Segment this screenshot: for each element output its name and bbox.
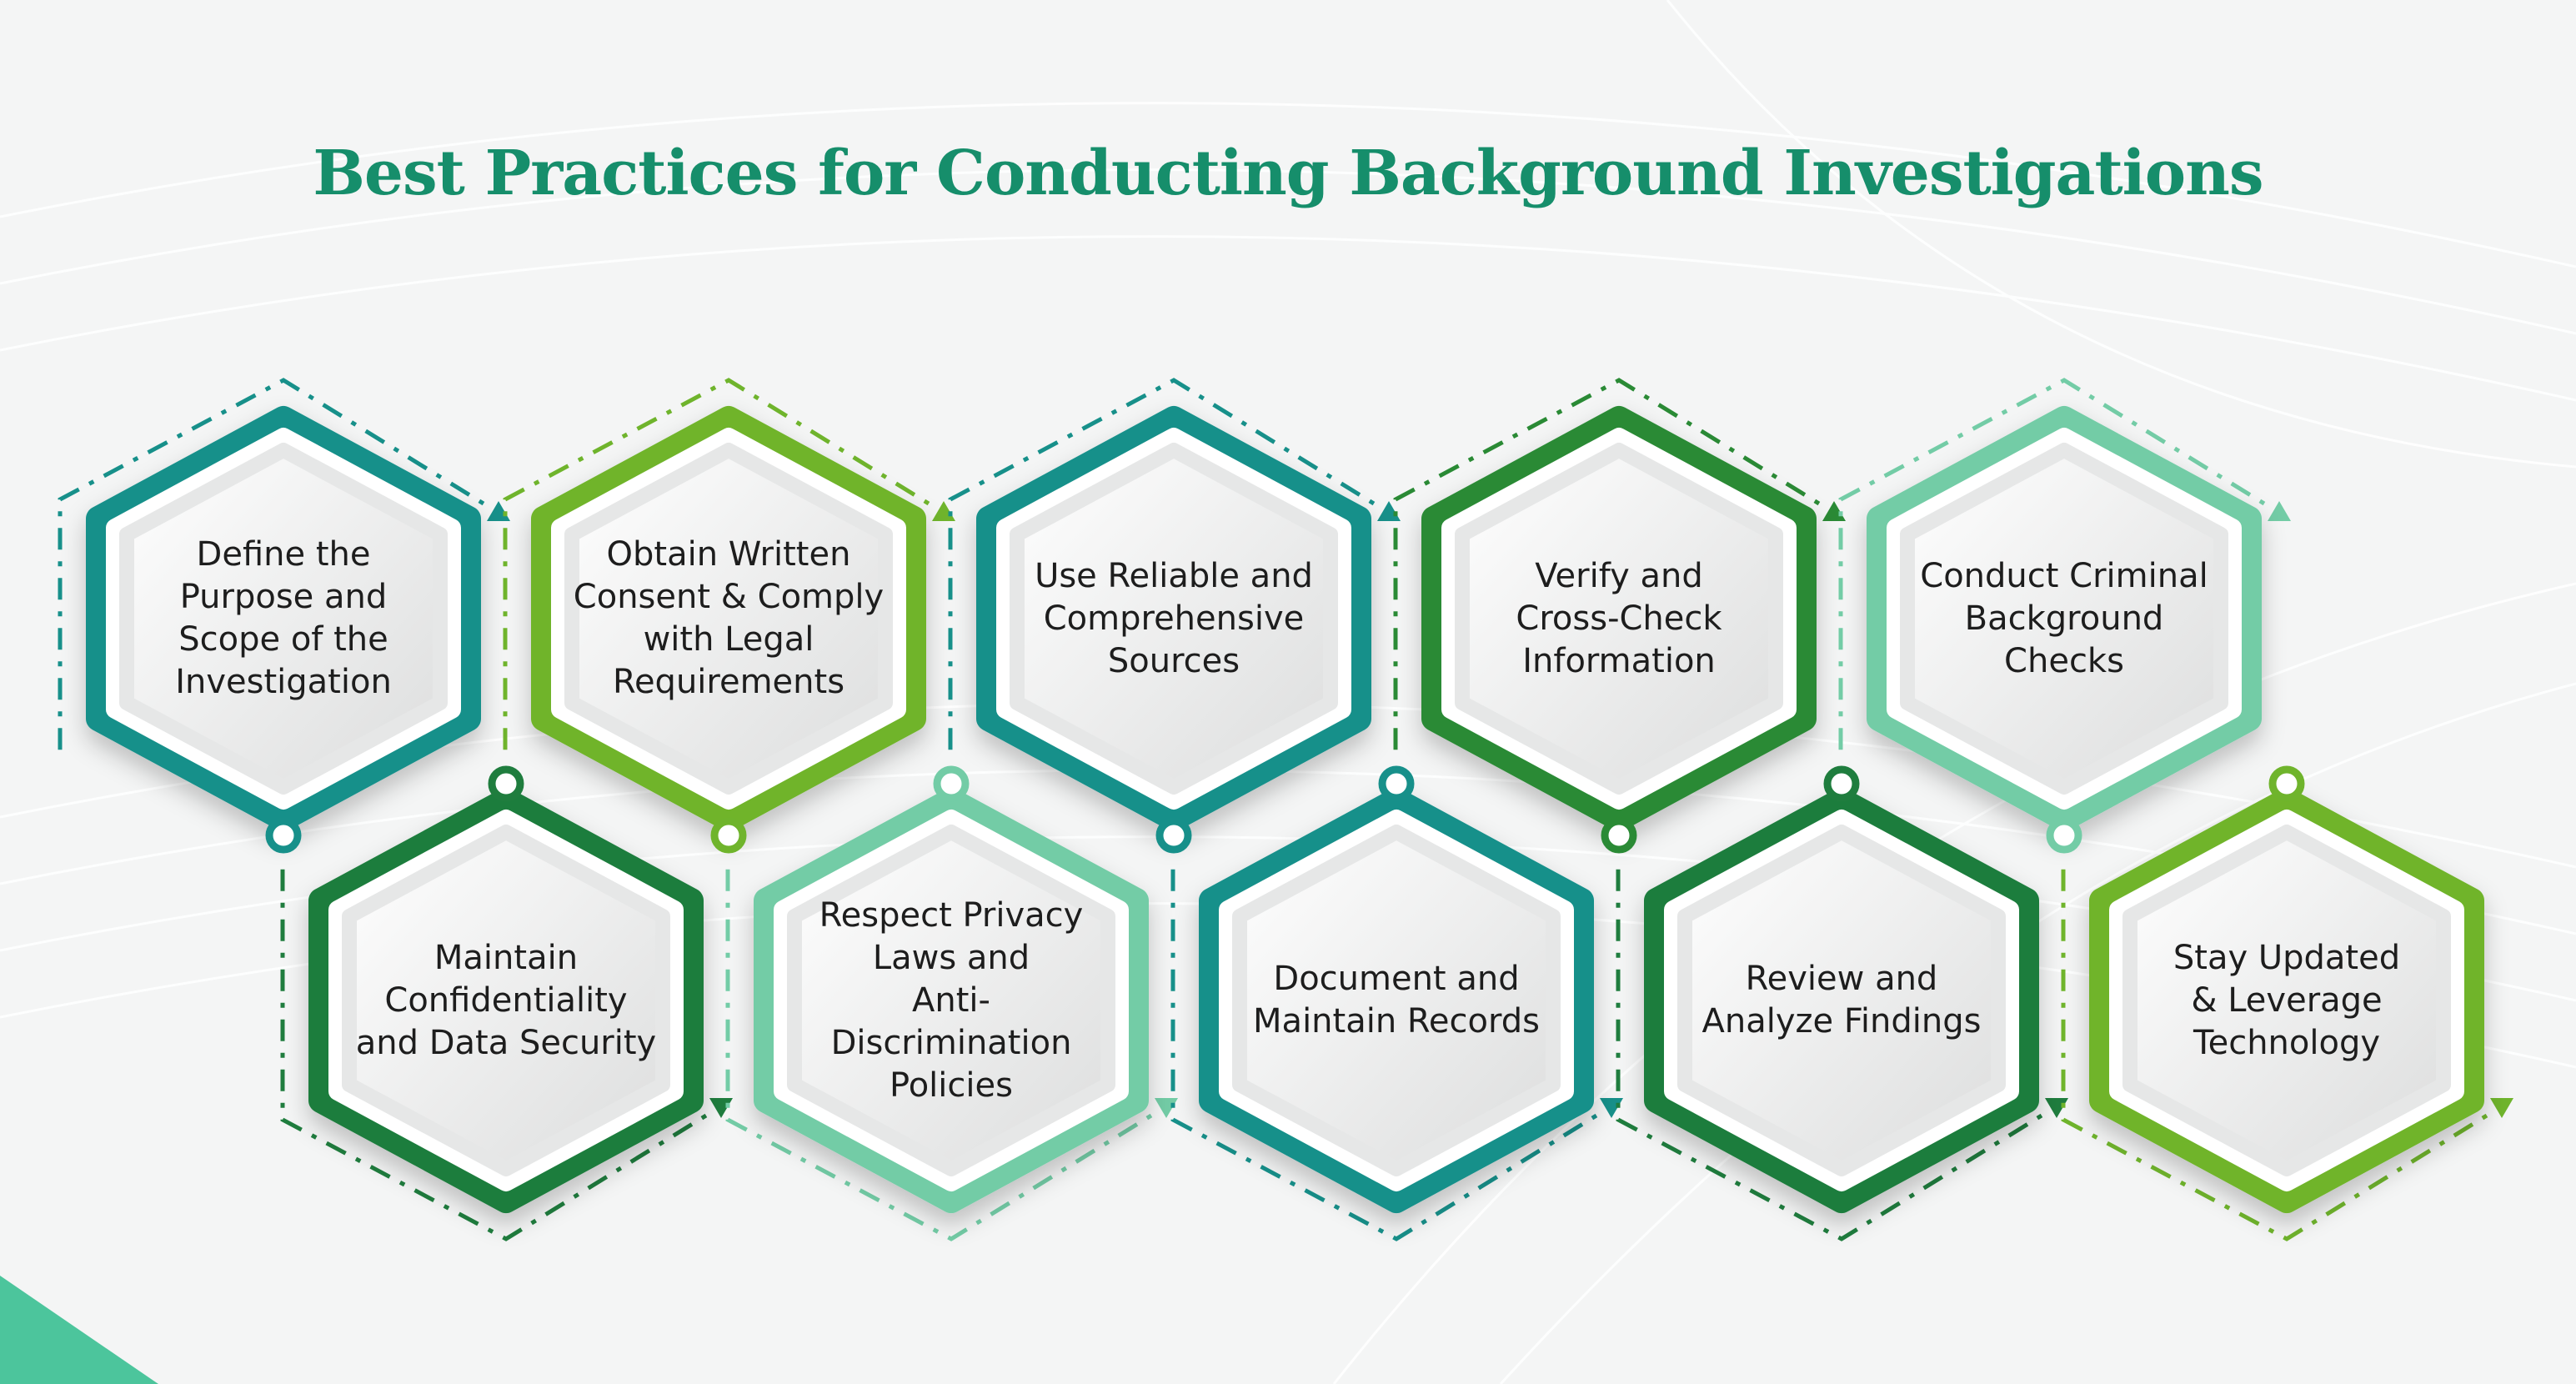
step-hexagon-6 (1170, 765, 1623, 1241)
hexagon-inner (1677, 825, 2006, 1176)
connector-node (265, 817, 302, 854)
connector-node (933, 765, 970, 802)
arrow-icon (2490, 1098, 2513, 1118)
page-title: Best Practices for Conducting Background… (313, 138, 2263, 209)
step-hexagon-10 (2061, 765, 2513, 1241)
connector-node (1378, 765, 1415, 802)
step-hexagon-2 (280, 765, 733, 1241)
step-label-7: Verify and Cross-Check Information (1516, 556, 1722, 680)
arrow-icon (487, 501, 510, 521)
arrow-icon (1155, 1098, 1178, 1118)
arrow-icon (932, 501, 955, 521)
step-hexagon-1 (58, 378, 510, 854)
connector-node (488, 765, 524, 802)
arrow-icon (709, 1098, 733, 1118)
step-hexagon-9 (1838, 378, 2291, 854)
hexagon-inner (119, 443, 448, 795)
arrow-icon (2268, 501, 2291, 521)
hexagon-inner (342, 825, 670, 1176)
hexagon-inner (2122, 825, 2451, 1176)
hexagon-inner (1232, 825, 1561, 1176)
connector-node (710, 817, 747, 854)
arrow-icon (2045, 1098, 2068, 1118)
step-label-9: Conduct Criminal Background Checks (1920, 556, 2208, 680)
step-label-10: Stay Updated & Leverage Technology (2173, 938, 2401, 1062)
hexagon-inner (564, 443, 893, 795)
step-label-4: Respect Privacy Laws and Anti-Discrimina… (819, 895, 1084, 1105)
step-hexagon-7 (1393, 378, 1846, 854)
arrow-icon (1600, 1098, 1623, 1118)
hexagon-inner (787, 825, 1115, 1176)
hexagon-inner (1900, 443, 2228, 795)
hexagon-inner (1455, 443, 1783, 795)
connector-node (2046, 817, 2082, 854)
step-hexagon-5 (948, 378, 1401, 854)
connector-node (1823, 765, 1860, 802)
step-label-8: Review and Analyze Findings (1701, 960, 1982, 1041)
corner-accent (0, 1276, 158, 1384)
hexagon-inner (1010, 443, 1338, 795)
step-label-2: Maintain Confidentiality and Data Securi… (355, 938, 657, 1062)
arrow-icon (1377, 501, 1401, 521)
step-hexagon-4 (725, 765, 1178, 1241)
step-label-5: Use Reliable and Comprehensive Sources (1035, 556, 1313, 680)
connector-node (2268, 765, 2305, 802)
step-label-3: Obtain Written Consent & Comply with Leg… (573, 535, 885, 701)
connector-node (1601, 817, 1637, 854)
connector-node (1155, 817, 1192, 854)
step-hexagon-3 (503, 378, 955, 854)
step-hexagon-8 (1616, 765, 2068, 1241)
step-label-6: Document and Maintain Records (1253, 960, 1540, 1041)
step-label-1: Define the Purpose and Scope of the Inve… (175, 535, 392, 701)
arrow-icon (1822, 501, 1846, 521)
